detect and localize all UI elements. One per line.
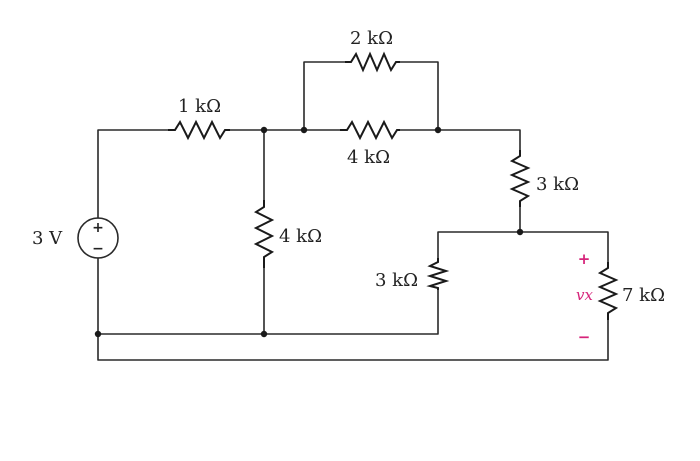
resistor-3k-right-top (509, 150, 531, 207)
source-minus-sign: − (92, 241, 104, 257)
resistor-4k-parallel (340, 119, 400, 141)
node-bottom-left (94, 330, 102, 338)
wire-left-top (97, 129, 169, 219)
label-r5: 3 kΩ (536, 174, 579, 195)
vx-plus-sign: + (578, 250, 591, 268)
label-r3: 4 kΩ (347, 147, 390, 168)
wire-parallel-upper-right (399, 61, 439, 131)
resistor-7k (597, 262, 619, 320)
wires (97, 61, 609, 361)
label-r7: 7 kΩ (622, 285, 665, 306)
resistors (168, 51, 619, 320)
wire-parallel-upper (303, 61, 346, 131)
resistor-2k-parallel (345, 51, 400, 73)
wire-left-bottom (97, 257, 609, 361)
node-top-mid (260, 126, 268, 134)
resistor-4k-vertical (253, 200, 275, 268)
wire-bottom-rail (97, 289, 439, 335)
nodes (94, 126, 524, 338)
voltage-source: + − (77, 217, 119, 259)
resistor-3k-middle (426, 258, 450, 290)
node-bottom-mid (260, 330, 268, 338)
source-plus-sign: + (92, 220, 104, 236)
node-top-parallel-right (434, 126, 442, 134)
resistor-1k-top (168, 119, 230, 141)
node-top-parallel-left (300, 126, 308, 134)
label-r1: 1 kΩ (178, 96, 221, 117)
label-r2: 2 kΩ (350, 28, 393, 49)
wire-top-rail-right (399, 129, 521, 151)
label-r4: 4 kΩ (279, 226, 322, 247)
node-right-split (516, 228, 524, 236)
label-source-voltage: 3 V (32, 228, 63, 249)
vx-minus-sign: − (578, 328, 591, 346)
labels: 3 V 1 kΩ 2 kΩ 4 kΩ 4 kΩ 3 kΩ 3 kΩ 7 kΩ +… (32, 28, 665, 346)
vx-label: vx (576, 286, 593, 304)
voltage-source-circle (77, 217, 119, 259)
label-r6: 3 kΩ (375, 270, 418, 291)
